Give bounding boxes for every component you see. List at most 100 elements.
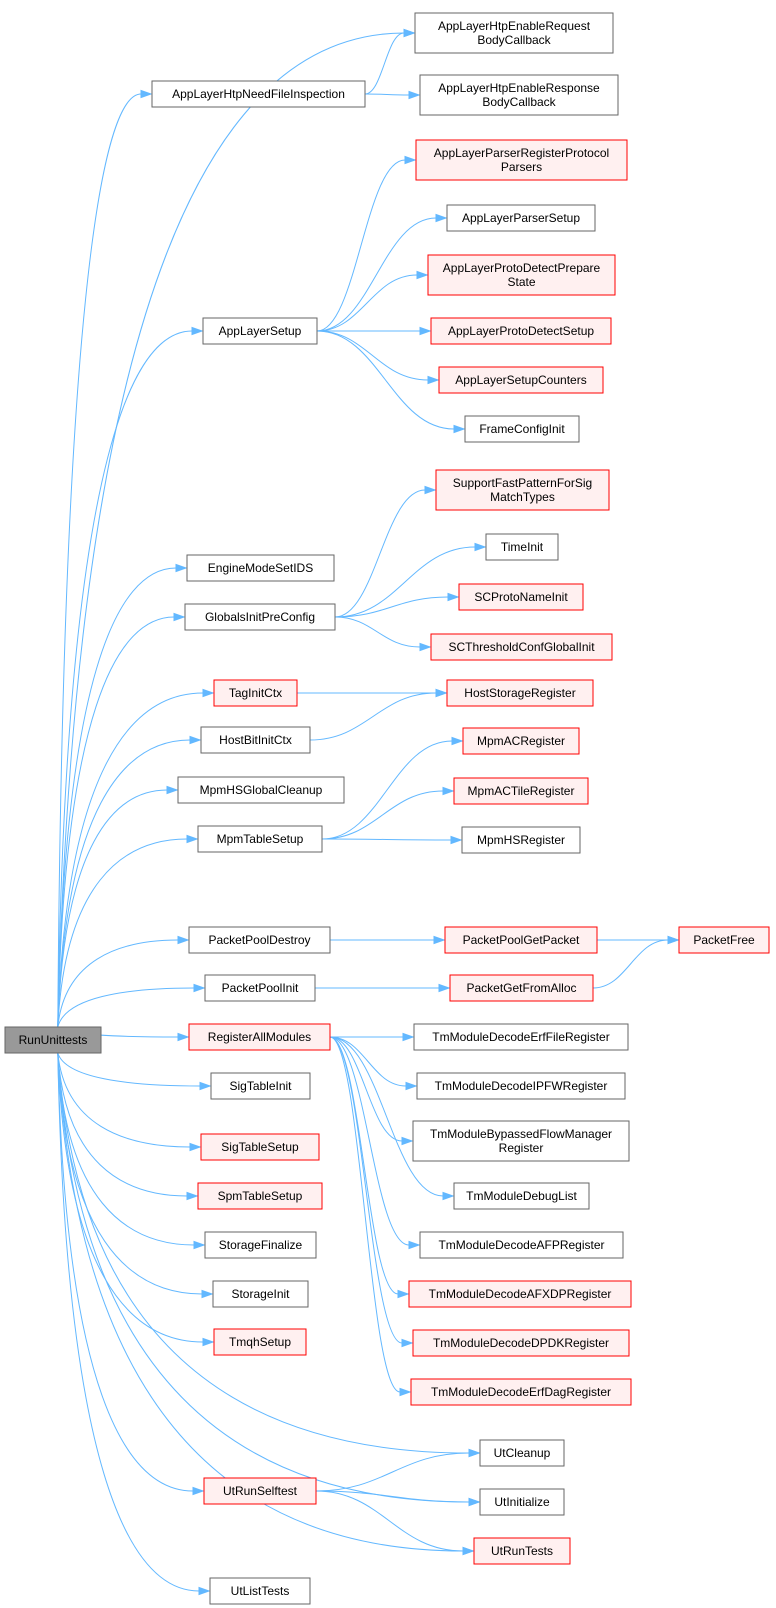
edge-line [334,489,426,618]
node-register-all-modules[interactable]: RegisterAllModules [188,1023,331,1051]
node-box [430,317,612,345]
node-tm-module-decode-afxdp-register[interactable]: TmModuleDecodeAFXDPRegister [408,1280,632,1308]
node-label: BodyCallback [477,33,551,47]
edge-arrowhead [189,735,202,745]
edge-run-unittests-to-app-layer-htp-enable-request-body-callback [57,28,416,1028]
node-box [438,366,604,394]
edge-line [57,1052,200,1592]
node-label: RegisterAllModules [208,1030,311,1044]
edge-arrowhead [186,834,199,844]
node-mpm-table-setup[interactable]: MpmTableSetup [197,825,323,853]
node-label: TmModuleDecodeAFXDPRegister [429,1287,612,1301]
node-storage-init[interactable]: StorageInit [212,1280,309,1308]
node-box [444,926,598,954]
node-globals-init-pre-config[interactable]: GlobalsInitPreConfig [184,603,336,631]
edge-arrowhead [442,786,455,796]
node-sig-table-setup[interactable]: SigTableSetup [200,1133,320,1161]
node-engine-mode-set-ids[interactable]: EngineModeSetIDS [186,554,335,582]
node-ut-run-selftest[interactable]: UtRunSelftest [203,1477,317,1505]
node-box [678,926,770,954]
node-label: MpmACRegister [477,734,565,748]
node-label: MatchTypes [490,490,555,504]
edge-app-layer-setup-to-app-layer-setup-counters [316,330,440,385]
node-box [4,1026,102,1054]
node-ut-initialize[interactable]: UtInitialize [479,1488,565,1516]
node-tm-module-decode-ipfw-register[interactable]: TmModuleDecodeIPFWRegister [416,1072,626,1100]
node-packet-free[interactable]: PacketFree [678,926,770,954]
edge-globals-init-pre-config-to-time-init [334,542,487,618]
node-app-layer-parser-setup[interactable]: AppLayerParserSetup [446,204,596,232]
node-box [209,1577,311,1605]
edge-run-unittests-to-host-bit-init-ctx [57,735,202,1028]
node-label: SupportFastPatternForSig [453,476,592,490]
node-ut-cleanup[interactable]: UtCleanup [479,1439,565,1467]
node-host-bit-init-ctx[interactable]: HostBitInitCtx [200,726,311,754]
node-label: SigTableSetup [221,1140,299,1154]
edge-arrowhead [177,1032,190,1042]
node-packet-get-from-alloc[interactable]: PacketGetFromAlloc [449,974,594,1002]
edge-arrowhead [667,935,680,945]
node-app-layer-setup-counters[interactable]: AppLayerSetupCounters [438,366,604,394]
edge-line [321,838,452,841]
node-box [453,777,589,805]
edge-globals-init-pre-config-to-support-fast-pattern-for-sig-match-types [334,485,437,618]
node-box [177,776,345,804]
edge-run-unittests-to-sig-table-init [57,1052,212,1091]
edge-host-bit-init-ctx-to-host-storage-register [309,688,448,741]
node-tm-module-decode-erf-dag-register[interactable]: TmModuleDecodeErfDagRegister [410,1378,632,1406]
node-sc-proto-name-init[interactable]: SCProtoNameInit [458,583,584,611]
edge-arrowhead [175,563,188,573]
node-app-layer-proto-detect-setup[interactable]: AppLayerProtoDetectSetup [430,317,612,345]
node-label: UtRunSelftest [223,1484,298,1498]
node-tm-module-debug-list[interactable]: TmModuleDebugList [453,1182,590,1210]
node-label: PacketGetFromAlloc [466,981,576,995]
node-label: HostStorageRegister [464,686,575,700]
node-box [458,583,584,611]
function-nodes: RunUnittestsAppLayerHtpEnableRequestBody… [4,12,770,1605]
node-sc-threshold-conf-global-init[interactable]: SCThresholdConfGlobalInit [430,633,613,661]
edge-run-unittests-to-mpm-hs-global-cleanup [57,785,179,1028]
node-tm-module-decode-afp-register[interactable]: TmModuleDecodeAFPRegister [419,1231,624,1259]
node-host-storage-register[interactable]: HostStorageRegister [446,679,594,707]
node-mpm-ac-register[interactable]: MpmACRegister [462,727,580,755]
node-time-init[interactable]: TimeInit [485,533,559,561]
node-box [416,1072,626,1100]
edge-line [57,692,204,1028]
node-frame-config-init[interactable]: FrameConfigInit [464,415,580,443]
node-tag-init-ctx[interactable]: TagInitCtx [213,679,298,707]
node-ut-run-tests[interactable]: UtRunTests [473,1537,571,1565]
node-tmqh-setup[interactable]: TmqhSetup [213,1328,307,1356]
node-mpm-hs-global-cleanup[interactable]: MpmHSGlobalCleanup [177,776,345,804]
node-app-layer-setup[interactable]: AppLayerSetup [202,317,318,345]
node-box [464,415,580,443]
node-packet-pool-get-packet[interactable]: PacketPoolGetPacket [444,926,598,954]
node-tm-module-decode-dpdk-register[interactable]: TmModuleDecodeDPDKRegister [412,1329,630,1357]
edge-arrowhead [402,1032,415,1042]
node-mpm-hs-register[interactable]: MpmHSRegister [461,826,581,854]
edge-arrowhead [419,326,432,336]
node-app-layer-htp-need-file-inspection[interactable]: AppLayerHtpNeedFileInspection [151,80,366,108]
edge-line [334,596,449,618]
edge-register-all-modules-to-tm-module-debug-list [329,1036,455,1201]
node-mpm-ac-tile-register[interactable]: MpmACTileRegister [453,777,589,805]
node-spm-table-setup[interactable]: SpmTableSetup [197,1182,323,1210]
edge-arrowhead [198,1586,211,1596]
edge-line [329,1036,401,1393]
node-box [435,469,610,511]
node-storage-finalize[interactable]: StorageFinalize [204,1231,317,1259]
edge-run-unittests-to-ut-run-selftest [57,1052,205,1496]
edge-arrowhead [199,1081,212,1091]
node-sig-table-init[interactable]: SigTableInit [210,1072,311,1100]
node-ut-list-tests[interactable]: UtListTests [209,1577,311,1605]
node-packet-pool-destroy[interactable]: PacketPoolDestroy [188,926,331,954]
node-packet-pool-init[interactable]: PacketPoolInit [204,974,316,1002]
node-label: FrameConfigInit [479,422,565,436]
edge-line [57,567,177,1028]
node-tm-module-decode-erf-file-register[interactable]: TmModuleDecodeErfFileRegister [413,1023,629,1051]
